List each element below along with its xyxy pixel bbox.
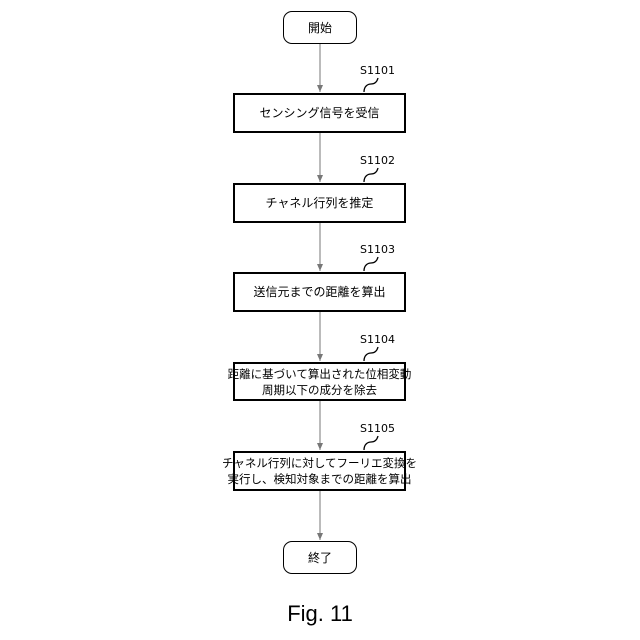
- leader-s1105: [364, 436, 378, 450]
- process-box-s1103: 送信元までの距離を算出: [233, 272, 406, 312]
- step-id-s1105: S1105: [360, 422, 395, 435]
- leader-s1103: [364, 257, 378, 271]
- process-box-s1105: チャネル行列に対してフーリエ変換を 実行し、検知対象までの距離を算出: [233, 451, 406, 491]
- process-text-line-2: 実行し、検知対象までの距離を算出: [228, 471, 412, 487]
- process-text: センシング信号を受信: [259, 105, 379, 121]
- step-id-s1104: S1104: [360, 333, 395, 346]
- process-box-s1104: 距離に基づいて算出された位相変動 周期以下の成分を除去: [233, 362, 406, 401]
- process-text: チャネル行列を推定: [266, 195, 374, 211]
- process-text-line-1: 距離に基づいて算出された位相変動: [228, 366, 412, 382]
- start-label: 開始: [308, 20, 332, 36]
- leader-s1101: [364, 78, 378, 92]
- start-terminal: 開始: [283, 11, 357, 44]
- process-box-s1102: チャネル行列を推定: [233, 183, 406, 223]
- process-text-line-1: チャネル行列に対してフーリエ変換を: [222, 455, 417, 471]
- process-text-line-2: 周期以下の成分を除去: [262, 382, 377, 398]
- figure-caption: Fig. 11: [0, 601, 640, 627]
- step-id-s1103: S1103: [360, 243, 395, 256]
- leader-s1104: [364, 347, 378, 361]
- end-label: 終了: [308, 550, 332, 566]
- end-terminal: 終了: [283, 541, 357, 574]
- process-text: 送信元までの距離を算出: [253, 284, 385, 300]
- step-id-s1101: S1101: [360, 64, 395, 77]
- process-box-s1101: センシング信号を受信: [233, 93, 406, 133]
- leader-s1102: [364, 168, 378, 182]
- step-id-s1102: S1102: [360, 154, 395, 167]
